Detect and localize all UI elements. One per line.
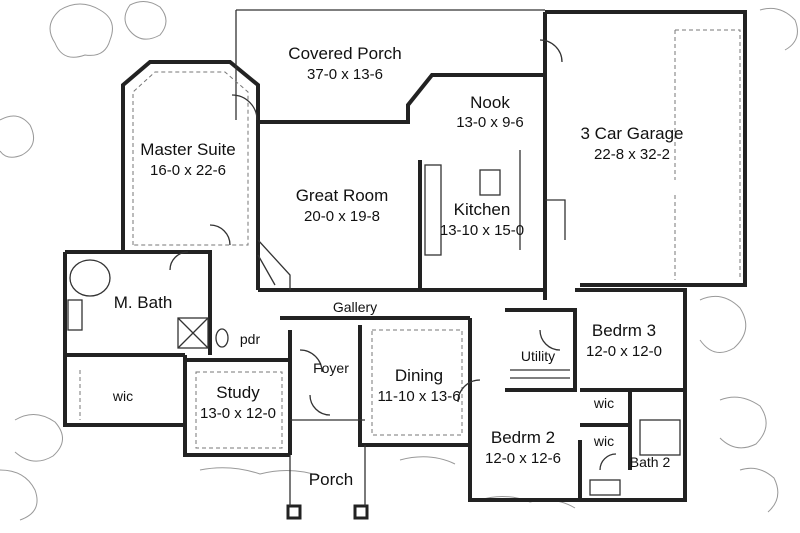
great-room-name: Great Room xyxy=(296,186,389,205)
fixtures xyxy=(67,164,681,496)
foyer-name: Foyer xyxy=(313,360,349,376)
utility-name: Utility xyxy=(521,348,555,364)
landscaping xyxy=(0,1,798,521)
covered-porch-dim: 37-0 x 13-6 xyxy=(307,66,383,83)
dining-dim: 11-10 x 13-6 xyxy=(377,388,460,405)
study-name: Study xyxy=(216,383,260,402)
nook-name: Nook xyxy=(470,93,510,112)
covered-porch-name: Covered Porch xyxy=(288,44,401,63)
dining-name: Dining xyxy=(395,366,443,385)
walls xyxy=(63,9,747,520)
study-dim: 13-0 x 12-0 xyxy=(200,405,276,422)
room-labels: Covered Porch 37-0 x 13-6 Nook 13-0 x 9-… xyxy=(112,44,684,489)
kitchen-name: Kitchen xyxy=(454,200,511,219)
wic-master-name: wic xyxy=(112,388,133,404)
bath2-name: Bath 2 xyxy=(630,454,671,470)
nook-dim: 13-0 x 9-6 xyxy=(456,114,524,131)
bedrm3-dim: 12-0 x 12-0 xyxy=(586,343,662,360)
garage-name: 3 Car Garage xyxy=(581,124,684,143)
m-bath-name: M. Bath xyxy=(114,293,173,312)
master-suite-dim: 16-0 x 22-6 xyxy=(150,162,226,179)
bedrm2-dim: 12-0 x 12-6 xyxy=(485,450,561,467)
master-suite-name: Master Suite xyxy=(140,140,235,159)
bedrm3-name: Bedrm 3 xyxy=(592,321,656,340)
gallery-name: Gallery xyxy=(333,299,377,315)
doors xyxy=(169,39,617,471)
wic-b3-name: wic xyxy=(593,395,614,411)
pdr-name: pdr xyxy=(240,331,261,347)
kitchen-dim: 13-10 x 15-0 xyxy=(440,222,524,239)
bedrm2-name: Bedrm 2 xyxy=(491,428,555,447)
great-room-dim: 20-0 x 19-8 xyxy=(304,208,380,225)
wic-b2-name: wic xyxy=(593,433,614,449)
porch-name: Porch xyxy=(309,470,353,489)
ceiling-lines xyxy=(79,29,741,449)
garage-dim: 22-8 x 32-2 xyxy=(594,146,670,163)
